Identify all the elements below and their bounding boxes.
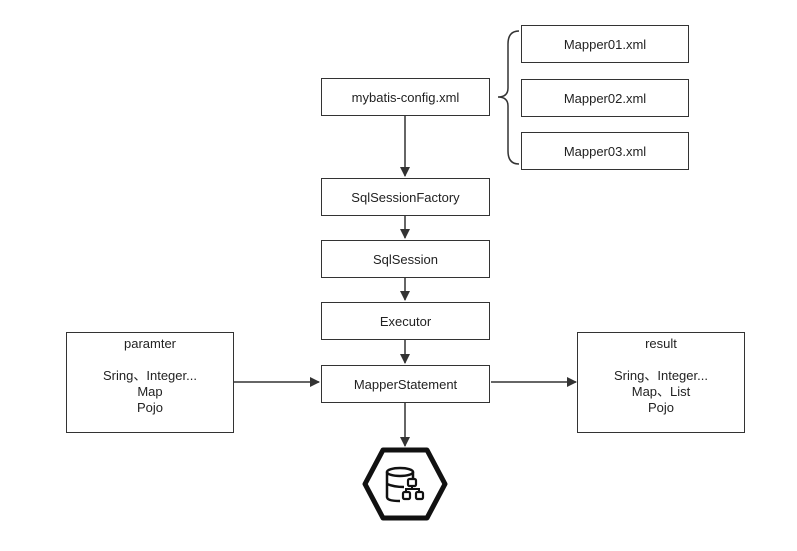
result-line: Pojo: [647, 400, 675, 415]
mapper03-node: Mapper03.xml: [521, 132, 689, 170]
mapper01-node: Mapper01.xml: [521, 25, 689, 63]
mapper01-label: Mapper01.xml: [563, 36, 647, 52]
mybatis-config-node: mybatis-config.xml: [321, 78, 490, 116]
mybatis-config-label: mybatis-config.xml: [351, 89, 460, 105]
sqlsession-node: SqlSession: [321, 240, 490, 278]
mapperstatement-node: MapperStatement: [321, 365, 490, 403]
parameter-title: paramter: [123, 336, 177, 351]
result-line: Map、List: [631, 384, 691, 399]
sqlsessionfactory-label: SqlSessionFactory: [351, 189, 460, 205]
mapper03-label: Mapper03.xml: [563, 143, 647, 159]
sqlsessionfactory-node: SqlSessionFactory: [321, 178, 490, 216]
sqlsession-label: SqlSession: [372, 251, 439, 267]
executor-label: Executor: [379, 313, 432, 329]
result-node: result Sring、Integer... Map、List Pojo: [577, 332, 745, 433]
parameter-line: Sring、Integer...: [103, 368, 197, 383]
parameter-node: paramter Sring、Integer... Map Pojo: [66, 332, 234, 433]
mapperstatement-label: MapperStatement: [353, 376, 458, 392]
executor-node: Executor: [321, 302, 490, 340]
result-title: result: [645, 336, 677, 351]
mapper02-node: Mapper02.xml: [521, 79, 689, 117]
mapper-group-brace: [497, 30, 520, 165]
parameter-line: Map: [137, 384, 163, 399]
database-icon: [362, 447, 448, 521]
result-line: Sring、Integer...: [614, 368, 708, 383]
mapper02-label: Mapper02.xml: [563, 90, 647, 106]
parameter-line: Pojo: [136, 400, 164, 415]
